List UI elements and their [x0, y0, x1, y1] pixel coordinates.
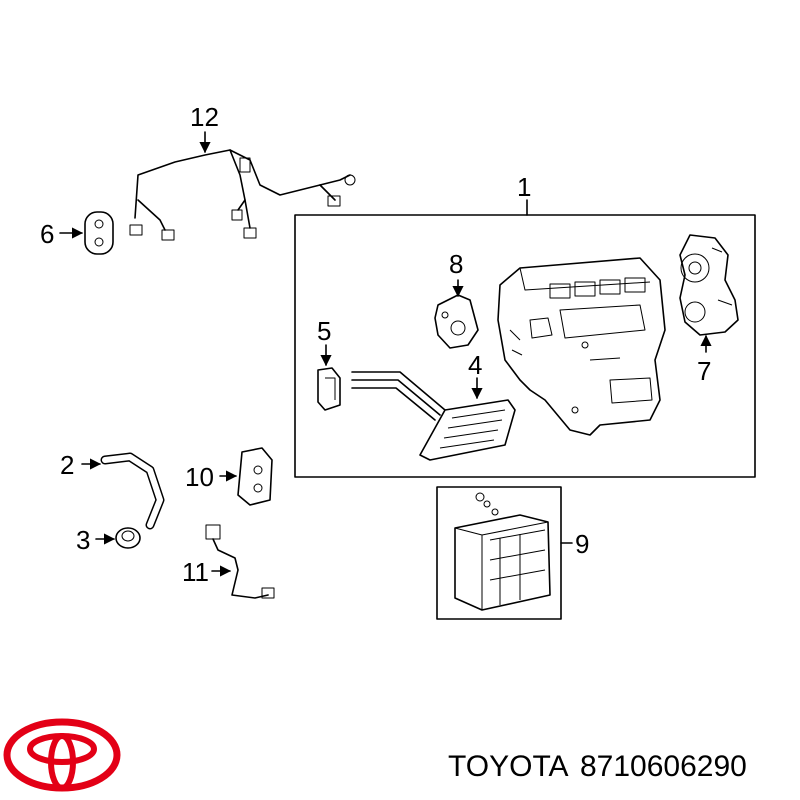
- callout-2: 2: [60, 450, 74, 480]
- grommet-6: [84, 211, 114, 255]
- callout-3: 3: [76, 525, 90, 555]
- toyota-logo: [3, 718, 121, 792]
- callout-5: 5: [317, 316, 331, 346]
- callout-8: 8: [449, 249, 463, 279]
- servo-motor-8: [434, 294, 479, 349]
- thermistor-11: [205, 524, 275, 599]
- bracket-5: [317, 367, 341, 411]
- heater-unit-housing: [497, 257, 666, 436]
- evaporator-9: [454, 492, 551, 611]
- assembly-box: [294, 214, 756, 478]
- callout-4: 4: [468, 350, 482, 380]
- callout-6: 6: [40, 219, 54, 249]
- callout-12: 12: [190, 102, 219, 132]
- callout-7: 7: [697, 356, 711, 386]
- callout-9: 9: [575, 529, 589, 559]
- o-ring-3: [115, 527, 141, 549]
- callout-11: 11: [182, 557, 209, 587]
- callout-1: 1: [517, 172, 531, 202]
- wire-harness-12: [129, 149, 356, 241]
- blower-motor-7: [679, 234, 739, 336]
- brand-name: TOYOTA: [448, 750, 569, 783]
- part-number: 8710606290: [580, 750, 747, 783]
- pipe-2: [100, 452, 165, 530]
- expansion-valve-10: [237, 447, 273, 506]
- evaporator-box: [436, 486, 562, 620]
- callout-10: 10: [185, 462, 214, 492]
- heater-core-4: [351, 371, 516, 461]
